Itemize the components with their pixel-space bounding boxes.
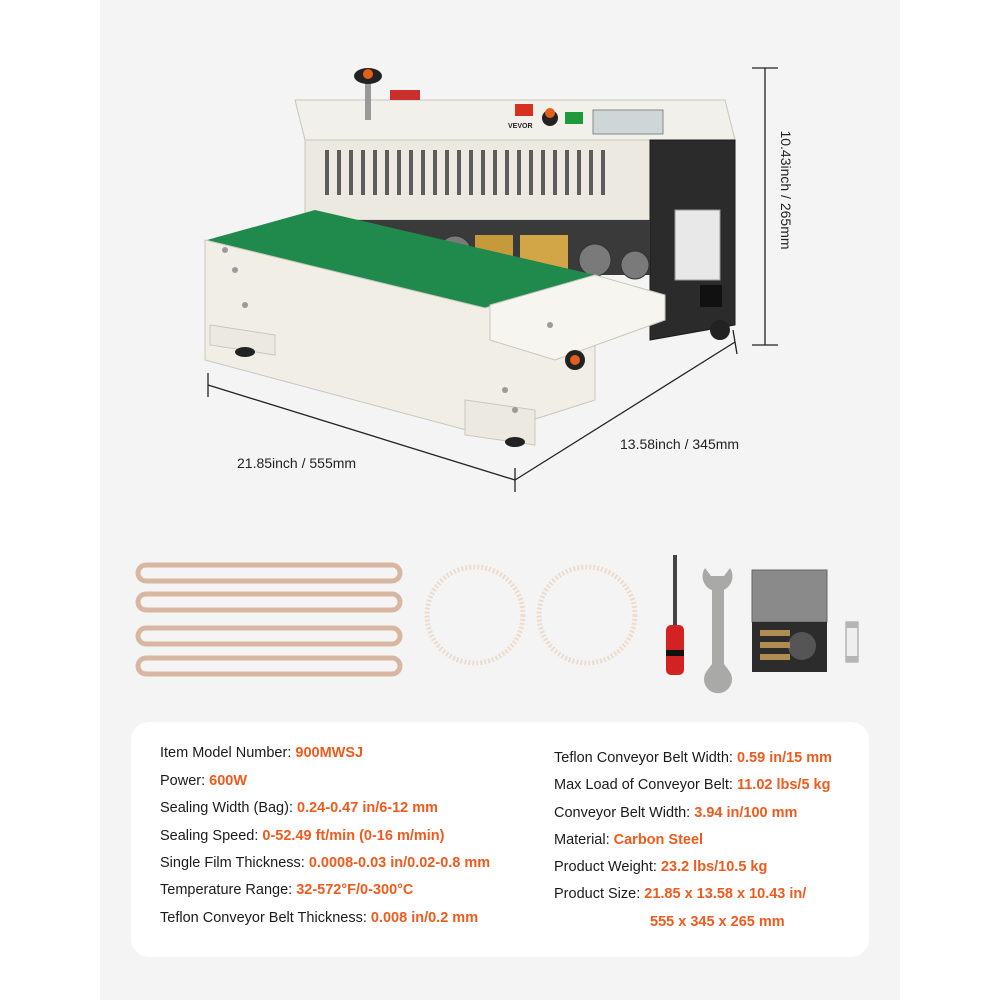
sealing-belt: [135, 591, 403, 613]
fuse: [845, 621, 859, 663]
timing-belt: [424, 564, 526, 666]
spec-row: Temperature Range: 32-572°F/0-300°C: [160, 882, 414, 898]
spec-row: Sealing Speed: 0-52.49 ft/min (0-16 m/mi…: [160, 828, 445, 844]
brand-mark: VEVOR: [508, 123, 533, 130]
spanner: [702, 568, 733, 694]
spec-row: Single Film Thickness: 0.0008-0.03 in/0.…: [160, 855, 491, 871]
sealing-belts: [135, 562, 403, 677]
screwdriver: [666, 555, 684, 675]
spec-row: Material: Carbon Steel: [554, 832, 704, 848]
accessories-image: [135, 555, 859, 694]
spec-row: Power: 600W: [160, 773, 248, 789]
spec-row: Conveyor Belt Width: 3.94 in/100 mm: [554, 805, 798, 821]
spec-row: Sealing Width (Bag): 0.24-0.47 in/6-12 m…: [160, 800, 439, 816]
height-dimension-label: 10.43inch / 265mm: [778, 130, 794, 250]
spec-row: Max Load of Conveyor Belt: 11.02 lbs/5 k…: [554, 777, 831, 793]
sealing-belt: [135, 562, 403, 584]
spec-row: Teflon Conveyor Belt Thickness: 0.008 in…: [160, 910, 479, 926]
timing-belt: [536, 564, 638, 666]
spec-row: Product Size: 21.85 x 13.58 x 10.43 in/: [554, 886, 807, 902]
sealing-belt: [135, 625, 403, 647]
sealing-belt: [135, 655, 403, 677]
spec-row-continuation: 555 x 345 x 265 mm: [650, 914, 785, 930]
length-dimension-label: 21.85inch / 555mm: [237, 455, 357, 471]
heat-sealer-machine-image: [204, 68, 736, 447]
spec-row: Product Weight: 23.2 lbs/10.5 kg: [554, 859, 768, 875]
spec-row: Teflon Conveyor Belt Width: 0.59 in/15 m…: [554, 750, 833, 766]
spec-card: Item Model Number: 900MWSJ Power: 600W S…: [131, 722, 869, 957]
letter-kit-box: [751, 569, 828, 672]
depth-dimension-label: 13.58inch / 345mm: [620, 436, 740, 452]
spec-row: Item Model Number: 900MWSJ: [160, 745, 364, 761]
